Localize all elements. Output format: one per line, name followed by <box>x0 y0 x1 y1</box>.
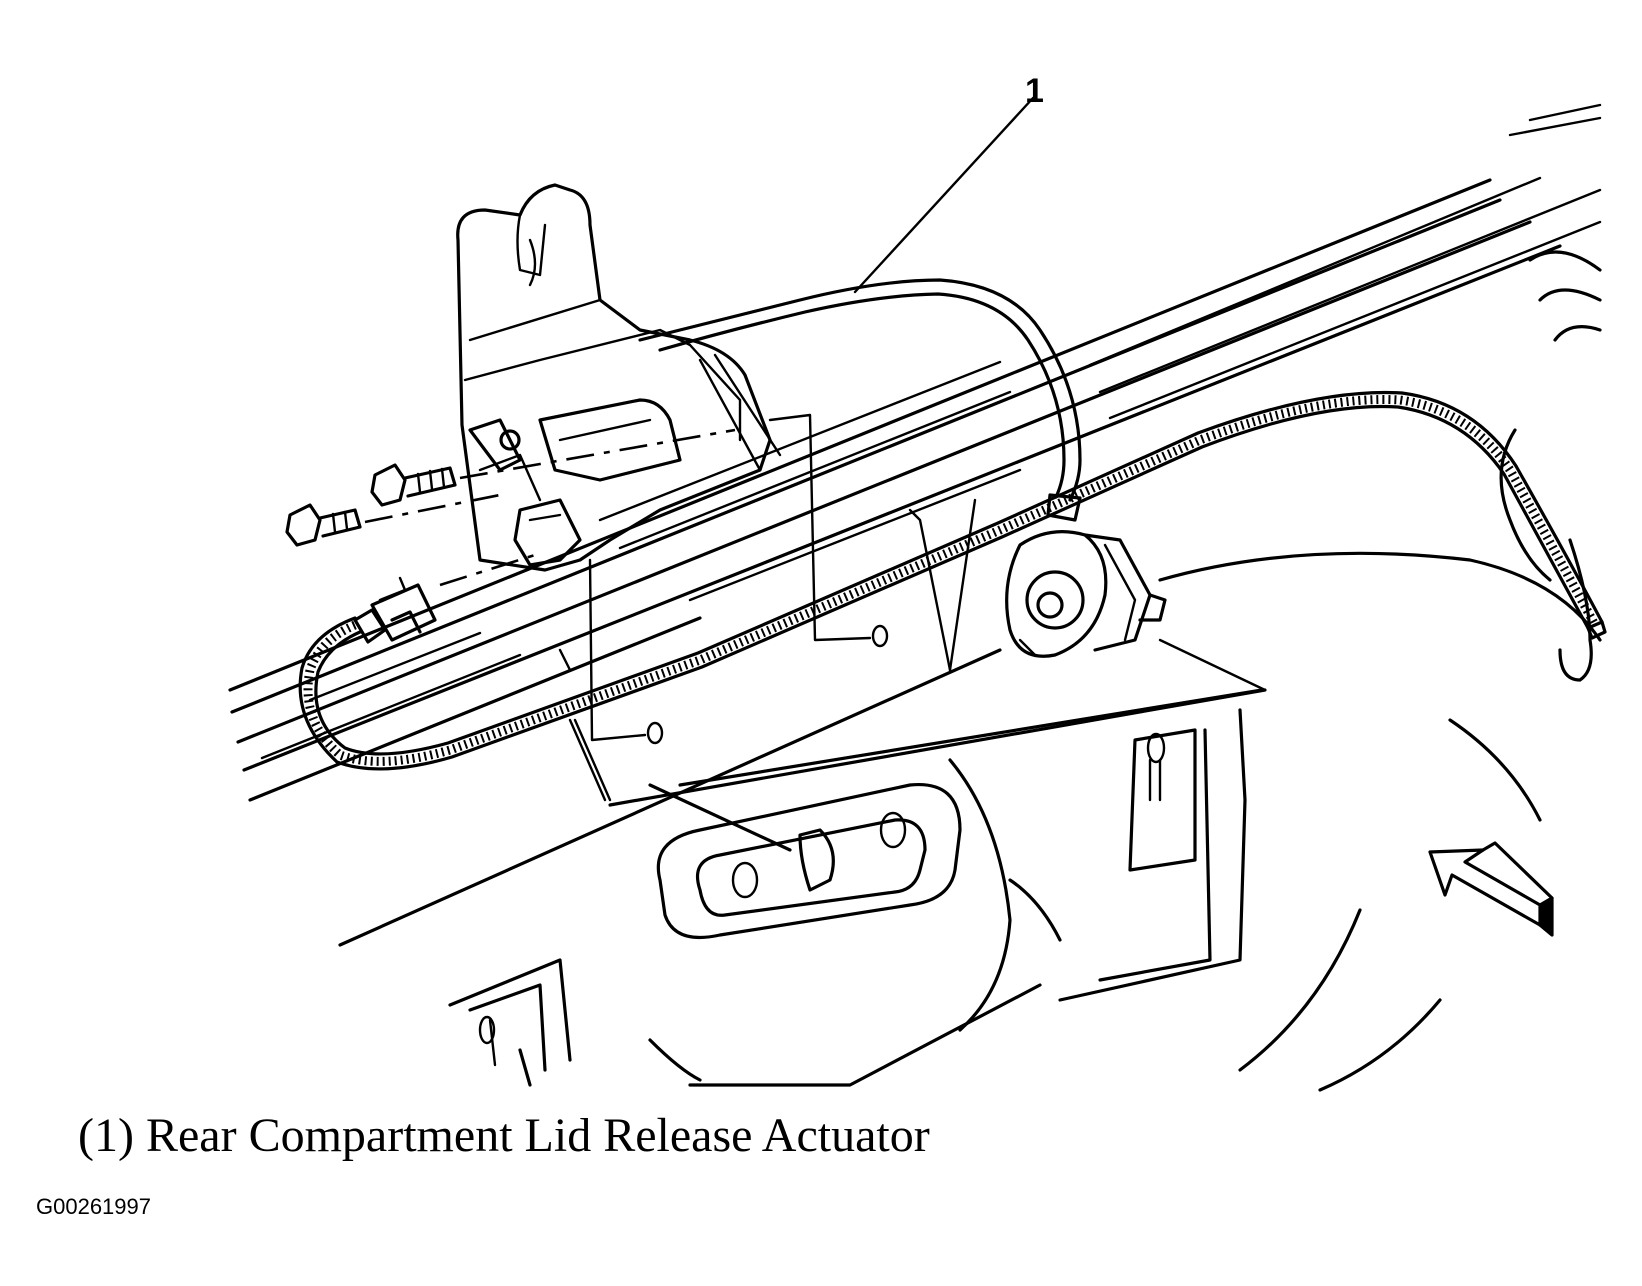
fender-curves <box>1499 250 1602 682</box>
callout-number: 1 <box>1025 72 1044 110</box>
hole-leaders <box>558 413 1267 802</box>
view-direction-arrow-icon <box>1428 841 1554 937</box>
body-holes <box>478 732 1166 1045</box>
upper-bolt <box>370 463 457 507</box>
electrical-connector <box>353 576 437 644</box>
lower-body-structure <box>338 551 1602 1092</box>
lock-cylinder <box>1005 530 1167 658</box>
rear-panel-lines <box>228 103 1602 802</box>
lower-bolt <box>285 503 362 547</box>
release-cable <box>638 278 1082 522</box>
callout-1: 1 <box>853 72 1044 294</box>
mounting-bolts <box>285 428 736 587</box>
striker-plate <box>648 782 962 940</box>
figure-caption: (1) Rear Compartment Lid Release Actuato… <box>78 1109 930 1162</box>
figure-id: G00261997 <box>36 1194 151 1219</box>
actuator-housing <box>456 183 782 572</box>
